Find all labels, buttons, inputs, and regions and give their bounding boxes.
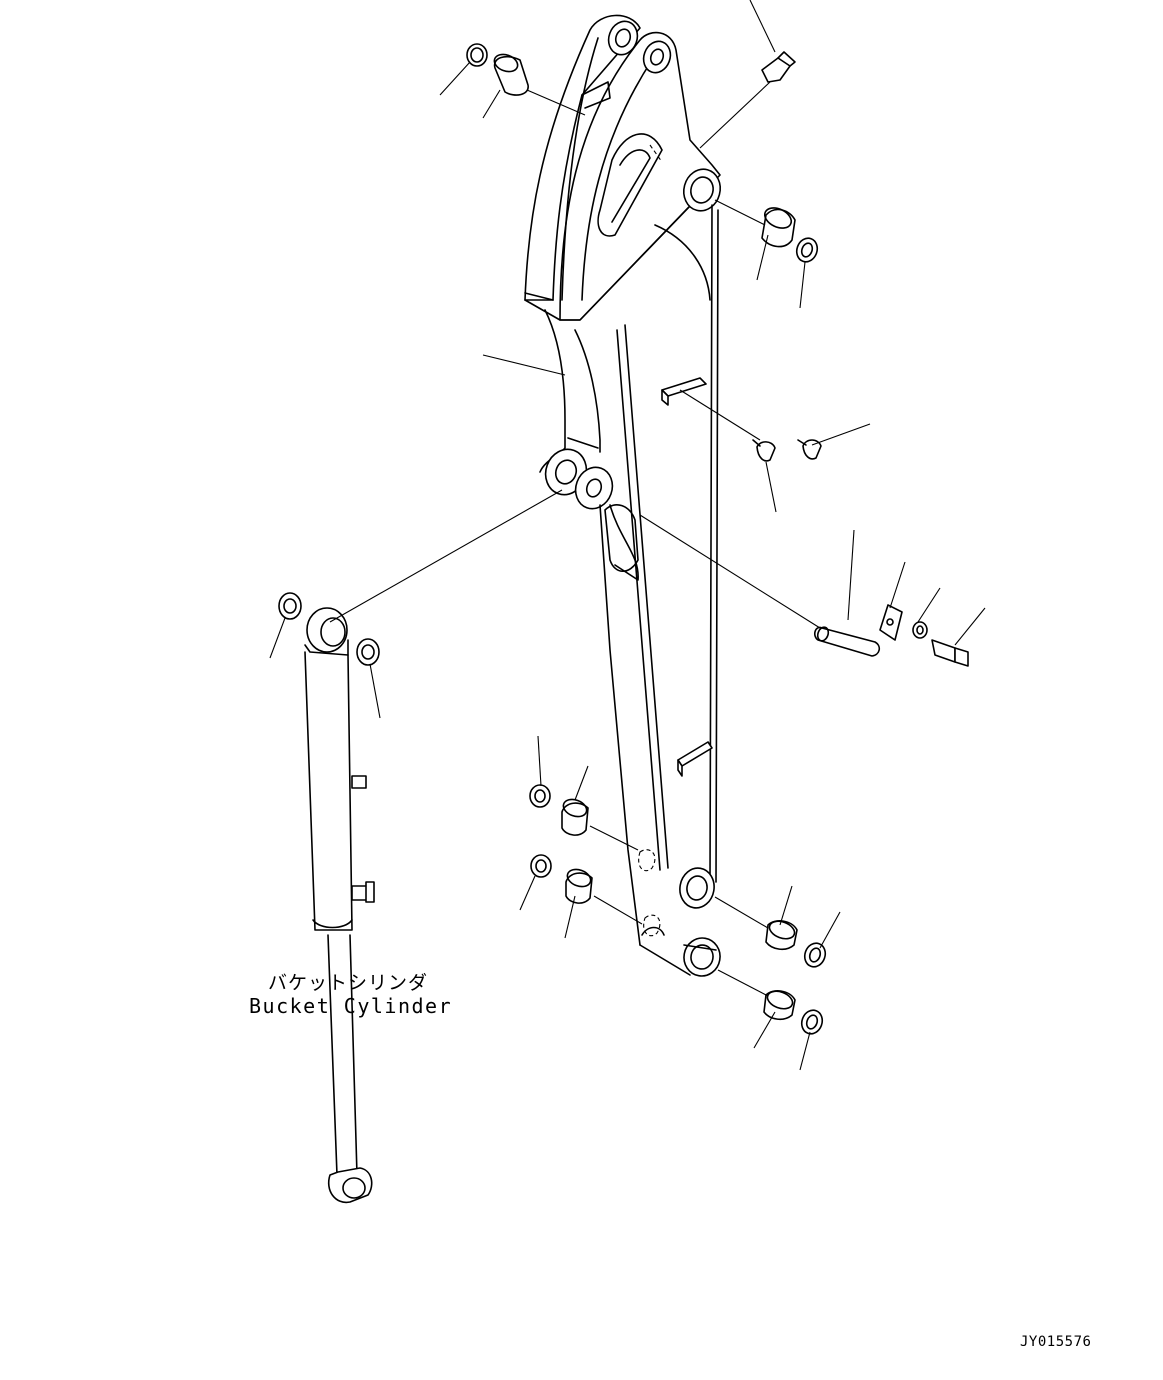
leader-lines	[269, 0, 986, 1071]
bucket-cylinder-label-jp: バケットシリンダ	[268, 972, 429, 994]
bucket-cylinder	[304, 607, 375, 1204]
drawing-code: JY015576	[1020, 1334, 1092, 1350]
bushings-and-seals	[278, 43, 969, 1035]
arm	[524, 14, 722, 977]
bucket-cylinder-label-en: Bucket Cylinder	[249, 994, 453, 1018]
